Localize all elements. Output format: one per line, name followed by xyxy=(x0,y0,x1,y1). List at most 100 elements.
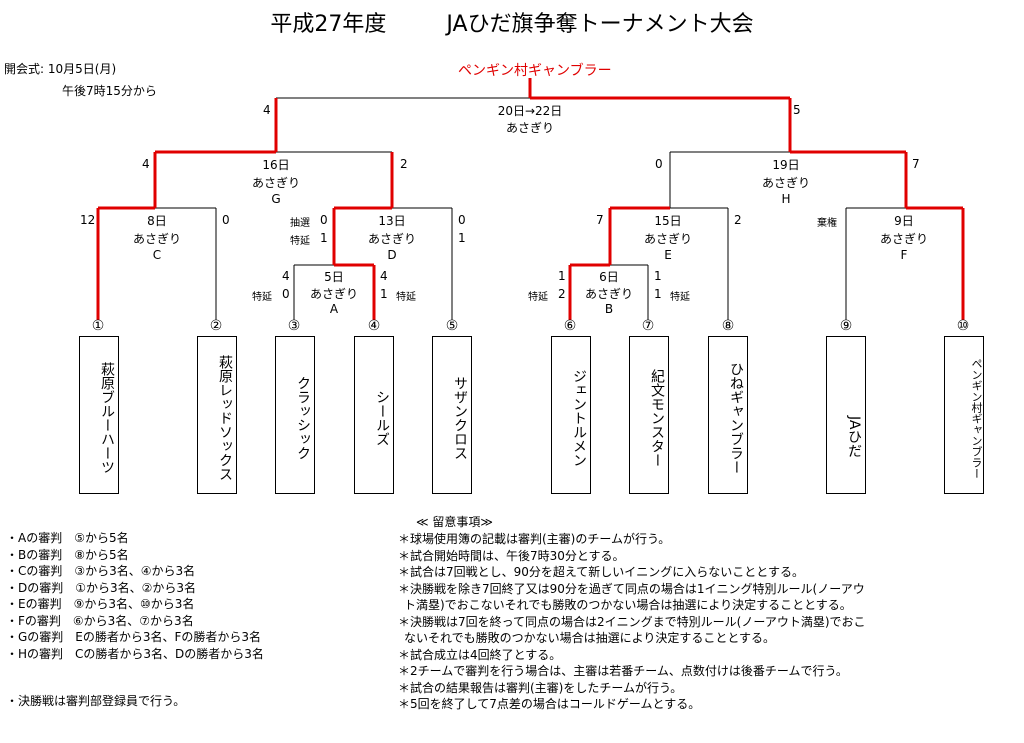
team-number: ② xyxy=(209,318,223,334)
e-date: 15日 xyxy=(654,214,682,228)
note-item: ト満塁)でおこないそれでも勝敗のつかない場合は抽選により決定することとする。 xyxy=(404,598,852,612)
team-box-7: 紀文モンスター xyxy=(629,336,669,494)
title-year: 平成27年度 xyxy=(270,12,387,37)
notes-list: ＊球場使用簿の記載は審判(主審)のチームが行う。 ＊試合開始時間は、午後7時30… xyxy=(398,531,866,713)
team-number: ⑩ xyxy=(956,318,970,334)
team-name: 萩原ブルーハーツ xyxy=(99,362,115,474)
e-venue: あさぎり xyxy=(643,232,692,246)
b-score-left2: 2 xyxy=(558,287,566,301)
c-score-right: 0 xyxy=(222,213,230,227)
page-title: 平成27年度 JAひだ旗争奪トーナメント大会 xyxy=(0,6,1024,38)
b-score-right: 1 xyxy=(654,269,662,283)
team-box-4: シールズ xyxy=(354,336,394,494)
team-name: ひねギャンブラー xyxy=(728,362,744,474)
a-score-left: 4 xyxy=(282,269,290,283)
b-date: 6日 xyxy=(599,270,619,284)
c-label: C xyxy=(152,248,162,262)
d-ext-left: 抽選 xyxy=(290,218,310,229)
b-ext-right: 特延 xyxy=(670,292,690,303)
note-item: ＊試合の結果報告は審判(主審)をしたチームが行う。 xyxy=(398,680,683,695)
b-ext-left: 特延 xyxy=(528,292,548,303)
opening-ceremony-time: 午後7時15分から xyxy=(62,84,157,98)
team-name: 紀文モンスター xyxy=(649,369,665,467)
a-score-right: 4 xyxy=(380,269,388,283)
umpire-item: ・Hの審判 Cの勝者から3名、Dの勝者から3名 xyxy=(6,646,264,661)
b-score-right2: 1 xyxy=(654,287,662,301)
a-ext-right: 特延 xyxy=(396,292,416,303)
umpire-item: ・Gの審判 Eの勝者から3名、Fの勝者から3名 xyxy=(6,630,262,644)
g-label: G xyxy=(271,192,281,206)
c-date: 8日 xyxy=(147,214,167,228)
team-number: ⑦ xyxy=(641,318,655,334)
final-umpire-note: ・決勝戦は審判部登録員で行う。 xyxy=(6,694,186,708)
umpire-item: ・Fの審判 ⑥から3名、⑦から3名 xyxy=(6,613,194,628)
a-score-right2: 1 xyxy=(380,287,388,301)
opening-ceremony-label: 開会式: 10月5日(月) xyxy=(4,62,117,76)
g-score-right: 2 xyxy=(400,157,408,171)
team-name: 萩原レッドソックス xyxy=(217,355,233,481)
c-venue: あさぎり xyxy=(132,232,181,246)
team-box-6: ジェントルメン xyxy=(551,336,591,494)
team-box-10: ペンギン村ギャンブラー xyxy=(944,336,984,494)
note-item: ＊試合開始時間は、午後7時30分とする。 xyxy=(398,548,625,563)
title-tournament: JAひだ旗争奪トーナメント大会 xyxy=(446,12,754,37)
d-score-right: 0 xyxy=(458,213,466,227)
e-label: E xyxy=(664,248,672,262)
note-item: ＊2チームで審判を行う場合は、主審は若番チーム、点数付けは後番チームで行う。 xyxy=(398,664,848,678)
team-number: ⑤ xyxy=(445,318,459,334)
umpire-item: ・Aの審判 ⑤から5名 xyxy=(6,531,129,545)
team-box-9: JAひだ xyxy=(826,336,866,494)
team-name: ペンギン村ギャンブラー xyxy=(970,357,983,479)
umpire-item: ・Dの審判 ①から3名、②から3名 xyxy=(6,580,197,595)
note-item: ＊決勝戦は7回を終って同点の場合は2イニングまで特別ルール(ノーアウト満塁)でお… xyxy=(398,614,866,629)
g-venue: あさぎり xyxy=(251,176,300,190)
h-score-right: 7 xyxy=(912,157,920,171)
d-date: 13日 xyxy=(378,214,406,228)
note-item: ＊試合は7回戦とし、90分を超えて新しいイニングに入らないこととする。 xyxy=(398,565,804,579)
team-number: ④ xyxy=(367,318,381,334)
e-score-left: 7 xyxy=(596,213,604,227)
team-number: ③ xyxy=(287,318,301,334)
h-venue: あさぎり xyxy=(761,176,810,190)
c-score-left: 12 xyxy=(80,213,96,227)
h-score-left: 0 xyxy=(655,157,663,171)
notes-title: ≪ 留意事項≫ xyxy=(416,515,493,529)
team-number: ⑨ xyxy=(839,318,853,334)
note-item: ＊5回を終了して7点差の場合はコールドゲームとする。 xyxy=(398,697,701,711)
f-forfeit: 棄権 xyxy=(817,218,837,229)
final-score-right: 5 xyxy=(793,103,801,117)
umpire-list: ・Aの審判 ⑤から5名 ・Bの審判 ⑧から5名 ・Cの審判 ③から3名、④から3… xyxy=(6,530,264,662)
final-date: 20日→22日 xyxy=(497,104,563,118)
team-box-5: サザンクロス xyxy=(432,336,472,494)
d-score-right2: 1 xyxy=(458,231,466,245)
team-box-3: クラッシック xyxy=(275,336,315,494)
d-label: D xyxy=(387,248,397,262)
f-venue: あさぎり xyxy=(879,232,928,246)
f-date: 9日 xyxy=(894,214,914,228)
final-score-left: 4 xyxy=(263,103,271,117)
f-label: F xyxy=(900,248,908,262)
d-score-left2: 1 xyxy=(320,231,328,245)
umpire-item: ・Cの審判 ③から3名、④から3名 xyxy=(6,564,196,578)
a-label: A xyxy=(329,302,339,316)
a-score-left2: 0 xyxy=(282,287,290,301)
note-item: ＊決勝戦を除き7回終了又は90分を過ぎて同点の場合は1イニング特別ルール(ノーア… xyxy=(398,581,865,596)
b-label: B xyxy=(604,302,614,316)
team-box-8: ひねギャンブラー xyxy=(708,336,748,494)
d-ext-left2: 特延 xyxy=(290,236,310,247)
g-score-left: 4 xyxy=(142,157,150,171)
team-box-1: 萩原ブルーハーツ xyxy=(79,336,119,494)
note-item: ＊試合成立は4回終了とする。 xyxy=(398,647,562,662)
team-name: JAひだ xyxy=(846,416,862,458)
note-item: ないそれでも勝敗のつかない場合は抽選により決定することとする。 xyxy=(404,631,776,645)
a-ext-left: 特延 xyxy=(252,292,272,303)
team-name: ジェントルメン xyxy=(571,369,587,467)
team-name: クラッシック xyxy=(295,376,311,460)
umpire-item: ・Bの審判 ⑧から5名 xyxy=(6,547,129,562)
d-score-left: 0 xyxy=(320,213,328,227)
d-venue: あさぎり xyxy=(367,232,416,246)
h-label: H xyxy=(781,192,791,206)
h-date: 19日 xyxy=(772,158,800,172)
team-number: ⑥ xyxy=(563,318,577,334)
